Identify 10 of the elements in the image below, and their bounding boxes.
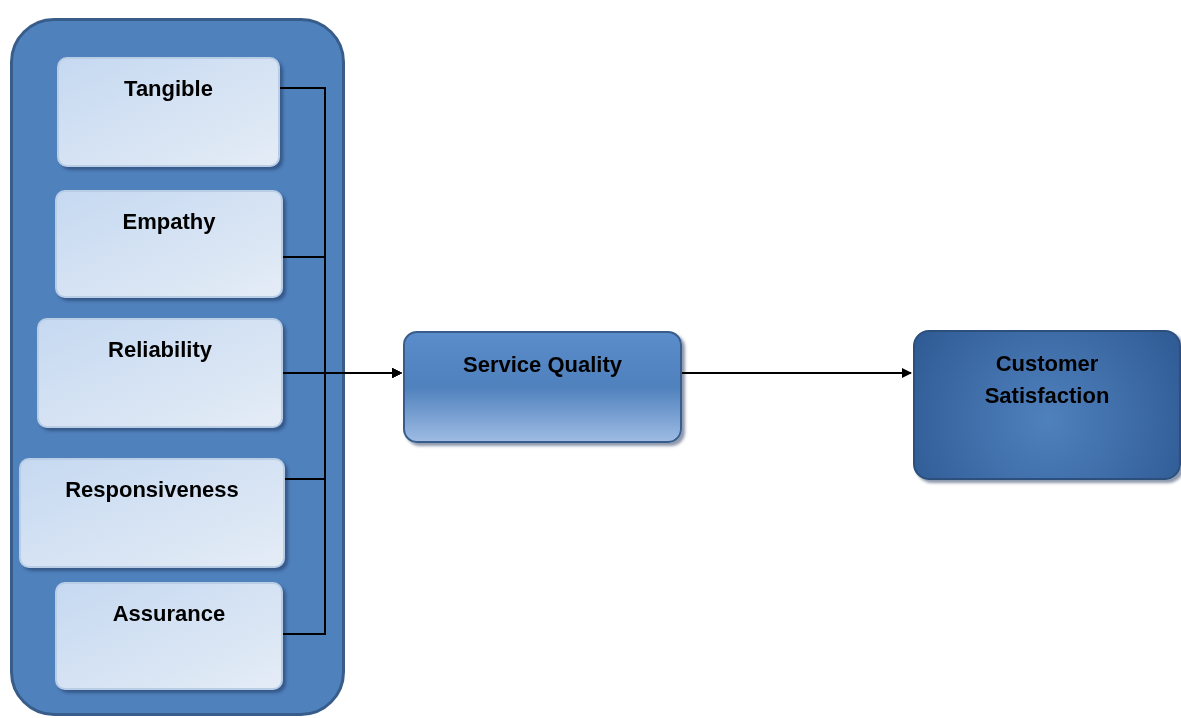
process-box: Empathy: [55, 190, 283, 298]
process-box: Assurance: [55, 582, 283, 690]
group-panel: [10, 18, 345, 716]
connector-arrow: [282, 368, 402, 635]
process-box: Reliability: [37, 318, 283, 428]
process-box: Tangible: [57, 57, 280, 167]
process-box: Responsiveness: [19, 458, 285, 568]
connector-arrow: [681, 368, 912, 378]
process-box: Customer Satisfaction: [913, 330, 1181, 480]
process-box: Service Quality: [403, 331, 682, 443]
